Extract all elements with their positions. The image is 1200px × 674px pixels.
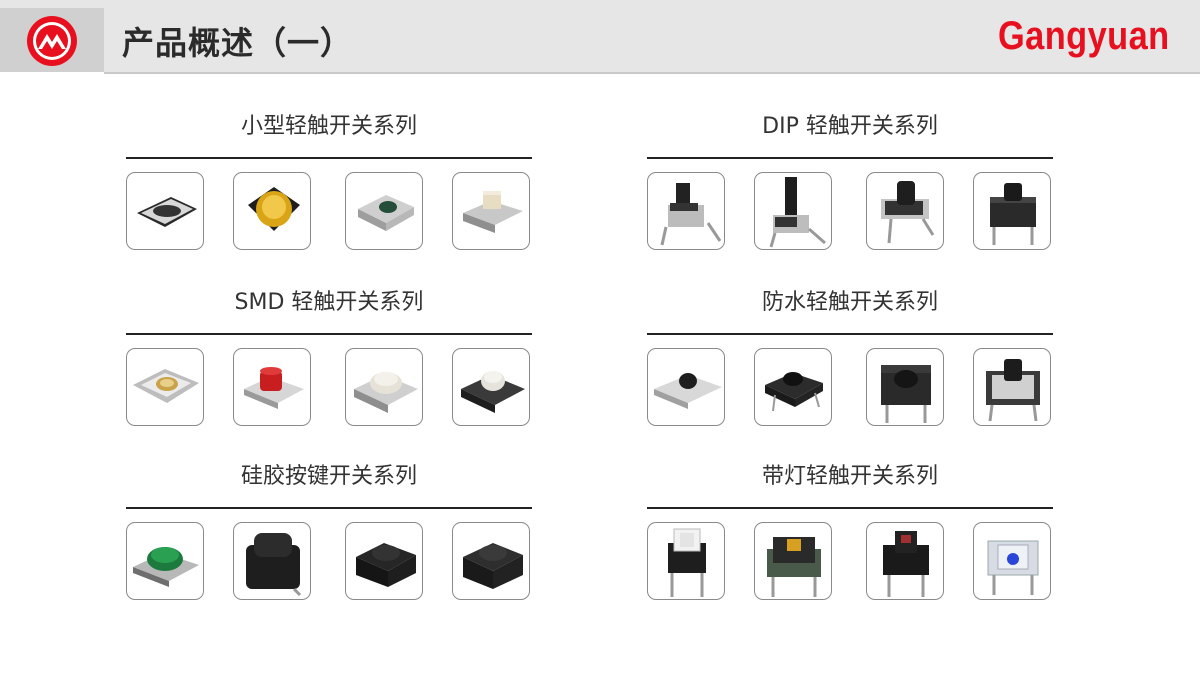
section-silicone-key-switch: 硅胶按键开关系列 bbox=[126, 458, 536, 608]
switch-image bbox=[461, 371, 525, 413]
product-thumb[interactable] bbox=[452, 348, 530, 426]
product-thumb[interactable] bbox=[452, 172, 530, 250]
switch-image bbox=[765, 372, 823, 412]
section-waterproof-tact-switch: 防水轻触开关系列 bbox=[647, 284, 1057, 434]
product-thumb[interactable] bbox=[452, 522, 530, 600]
switch-image bbox=[463, 191, 523, 233]
section-rule bbox=[126, 507, 532, 509]
switch-image bbox=[654, 373, 722, 409]
product-thumb[interactable] bbox=[754, 522, 832, 600]
switch-image bbox=[358, 195, 414, 231]
switch-image bbox=[668, 528, 706, 597]
switch-image bbox=[137, 197, 197, 227]
section-rule bbox=[126, 333, 532, 335]
header-bar: 产品概述（一） Gangyuan bbox=[0, 0, 1200, 72]
product-thumb[interactable] bbox=[973, 172, 1051, 250]
company-logo-icon bbox=[27, 16, 77, 66]
section-rule bbox=[647, 157, 1053, 159]
switch-image bbox=[881, 365, 931, 423]
product-thumb[interactable] bbox=[233, 522, 311, 600]
product-thumb[interactable] bbox=[345, 522, 423, 600]
section-small-tact-switch: 小型轻触开关系列 bbox=[126, 108, 536, 258]
section-title: 硅胶按键开关系列 bbox=[240, 464, 417, 489]
switch-image bbox=[356, 543, 416, 587]
switch-image bbox=[660, 183, 722, 246]
product-thumb[interactable] bbox=[233, 348, 311, 426]
switch-image bbox=[463, 543, 523, 589]
section-rule bbox=[126, 157, 532, 159]
product-thumb[interactable] bbox=[754, 172, 832, 250]
product-thumb[interactable] bbox=[973, 348, 1051, 426]
product-thumb[interactable] bbox=[647, 522, 725, 600]
section-title: SMD 轻触开关系列 bbox=[234, 290, 424, 315]
switch-image bbox=[987, 540, 1039, 595]
switch-image bbox=[769, 177, 826, 248]
switch-image bbox=[881, 181, 935, 244]
switch-image bbox=[767, 537, 821, 597]
section-illuminated-tact-switch: 带灯轻触开关系列 bbox=[647, 458, 1057, 608]
product-thumb[interactable] bbox=[647, 348, 725, 426]
switch-image bbox=[990, 183, 1036, 245]
section-dip-tact-switch: DIP 轻触开关系列 bbox=[647, 108, 1057, 258]
product-thumb[interactable] bbox=[345, 172, 423, 250]
switch-image bbox=[883, 531, 929, 597]
product-thumb[interactable] bbox=[866, 522, 944, 600]
product-thumb[interactable] bbox=[866, 348, 944, 426]
switch-image bbox=[986, 359, 1040, 422]
switch-image bbox=[354, 372, 418, 413]
section-title: 防水轻触开关系列 bbox=[761, 290, 938, 315]
header-divider bbox=[104, 72, 1200, 74]
section-title: 小型轻触开关系列 bbox=[240, 114, 417, 139]
product-thumb[interactable] bbox=[973, 522, 1051, 600]
product-thumb[interactable] bbox=[233, 172, 311, 250]
switch-image bbox=[248, 187, 300, 231]
section-title: DIP 轻触开关系列 bbox=[762, 114, 938, 139]
section-rule bbox=[647, 507, 1053, 509]
product-thumb[interactable] bbox=[126, 348, 204, 426]
logo bbox=[0, 8, 104, 72]
product-thumb[interactable] bbox=[345, 348, 423, 426]
section-smd-tact-switch: SMD 轻触开关系列 bbox=[126, 284, 536, 434]
product-thumb[interactable] bbox=[126, 522, 204, 600]
product-thumb[interactable] bbox=[754, 348, 832, 426]
section-rule bbox=[647, 333, 1053, 335]
brand-name: Gangyuan bbox=[998, 14, 1170, 58]
switch-image bbox=[244, 367, 304, 409]
product-thumb[interactable] bbox=[647, 172, 725, 250]
product-thumb[interactable] bbox=[126, 172, 204, 250]
switch-image bbox=[246, 533, 302, 597]
product-thumb[interactable] bbox=[866, 172, 944, 250]
switch-image bbox=[133, 369, 199, 403]
page-title: 产品概述（一） bbox=[122, 24, 354, 62]
switch-image bbox=[133, 547, 199, 587]
section-title: 带灯轻触开关系列 bbox=[761, 464, 938, 489]
